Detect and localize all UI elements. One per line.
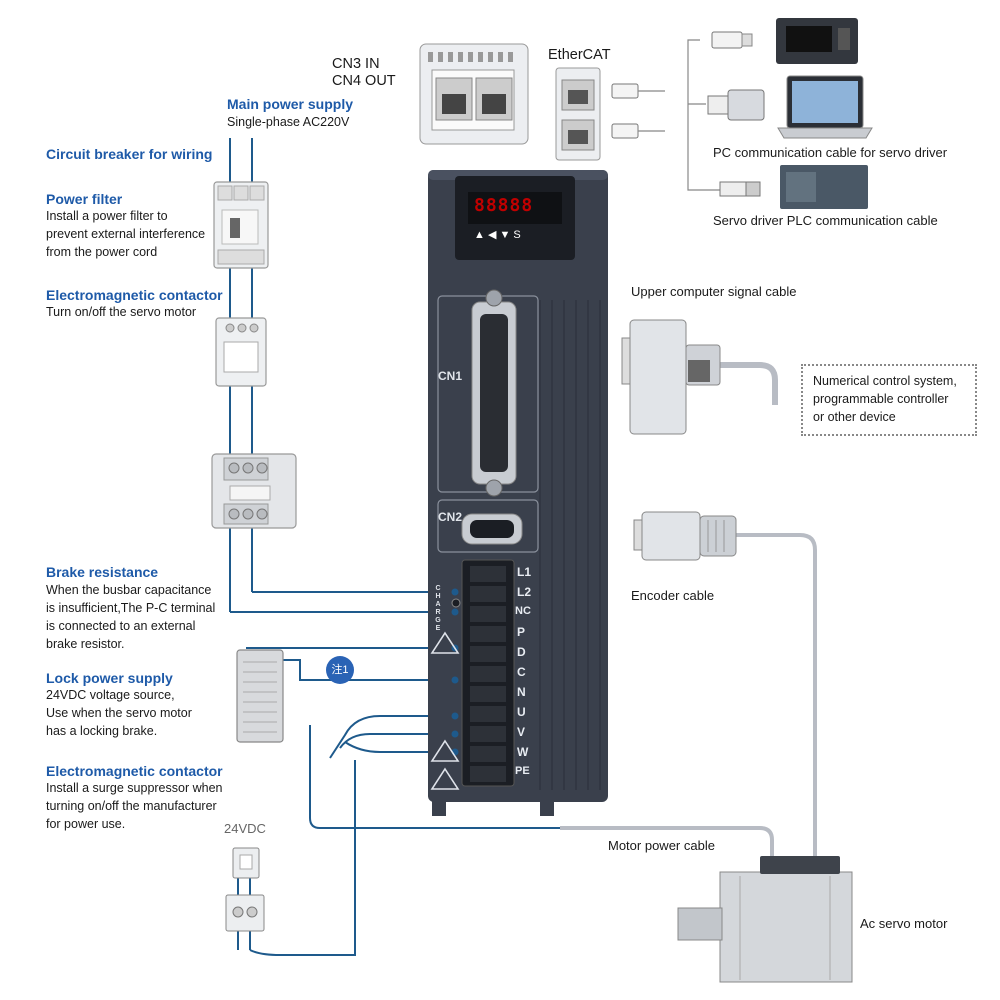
contactor2-title: Electromagnetic contactor: [46, 763, 223, 779]
terminal-label: D: [517, 645, 526, 659]
cn1-label: CN1: [438, 369, 463, 383]
brake-desc: When the busbar capacitance is insuffici…: [46, 583, 216, 651]
terminal-label: C: [517, 665, 526, 679]
encoder-connector-icon: [633, 511, 737, 561]
lock-desc: 24VDC voltage source, Use when the servo…: [46, 688, 192, 738]
note-badge: 注1: [326, 656, 354, 684]
ethercat-label: EtherCAT: [548, 47, 611, 63]
rj45-connector-icon: [711, 31, 753, 49]
cn4-out-label: CN4 OUT: [332, 73, 396, 89]
terminal-label: NC: [515, 605, 531, 617]
terminal-label: U: [517, 705, 526, 719]
terminal-label: L2: [517, 585, 532, 599]
main-power-desc: Single-phase AC220V: [227, 115, 350, 129]
drive-keys: ▲ ◀ ▼ S: [474, 229, 521, 241]
vdc-label: 24VDC: [224, 821, 266, 836]
ethernet-plug-icon: [611, 83, 639, 139]
contactor1-desc: Turn on/off the servo motor: [46, 305, 197, 319]
serial-connector-icon: [707, 89, 765, 121]
drive-display: 88888: [474, 195, 534, 216]
plc-cable-icon: [719, 181, 761, 197]
filter-title: Power filter: [46, 191, 123, 207]
servo-drive: [428, 170, 608, 816]
plc-cable-label: Servo driver PLC communication cable: [713, 213, 938, 228]
contactor-icon: [211, 453, 297, 529]
laptop-icon: [777, 75, 873, 139]
encoder-cable: [735, 533, 817, 860]
pc-cable-label: PC communication cable for servo driver: [713, 145, 948, 160]
terminal-label: PE: [515, 765, 530, 777]
circuit-breaker-icon: [213, 181, 269, 269]
power-filter-icon: [215, 317, 267, 387]
relay-icon: [225, 847, 265, 932]
terminal-label: P: [517, 625, 526, 639]
terminal-label: L1: [517, 565, 532, 579]
upper-signal-cable: [720, 362, 778, 405]
contactor2-desc: Install a surge suppressor when turning …: [46, 781, 223, 831]
servo-motor-label: Ac servo motor: [860, 916, 948, 931]
servo-motor-icon: [677, 856, 853, 983]
nc-system-desc: Numerical control system, programmable c…: [813, 374, 957, 424]
main-power-title: Main power supply: [227, 96, 354, 112]
brake-title: Brake resistance: [46, 564, 159, 580]
cn3-in-label: CN3 IN: [332, 56, 380, 72]
brake-resistor-icon: [236, 649, 284, 743]
ethercat-ports-icon: [555, 67, 601, 161]
nc-system-box: [801, 364, 977, 436]
contactor1-title: Electromagnetic contactor: [46, 287, 223, 303]
device-panel-icon: [776, 18, 858, 64]
lock-title: Lock power supply: [46, 670, 173, 686]
motor-power-cable: [560, 826, 774, 860]
motor-cable-label: Motor power cable: [608, 838, 715, 853]
upper-cable-label: Upper computer signal cable: [631, 284, 797, 299]
encoder-cable-label: Encoder cable: [631, 588, 715, 603]
cn3-cn4-ports-icon: [419, 43, 529, 145]
terminal-label: W: [517, 745, 529, 759]
filter-desc: Install a power filter to prevent extern…: [46, 209, 206, 259]
db-connector-icon: [621, 319, 721, 435]
terminal-label: N: [517, 685, 526, 699]
cn2-label: CN2: [438, 510, 463, 524]
terminal-label: V: [517, 725, 526, 739]
breaker-title: Circuit breaker for wiring: [46, 146, 213, 162]
plc-device-icon: [780, 165, 868, 209]
charge-label: CHARGE: [435, 585, 441, 632]
